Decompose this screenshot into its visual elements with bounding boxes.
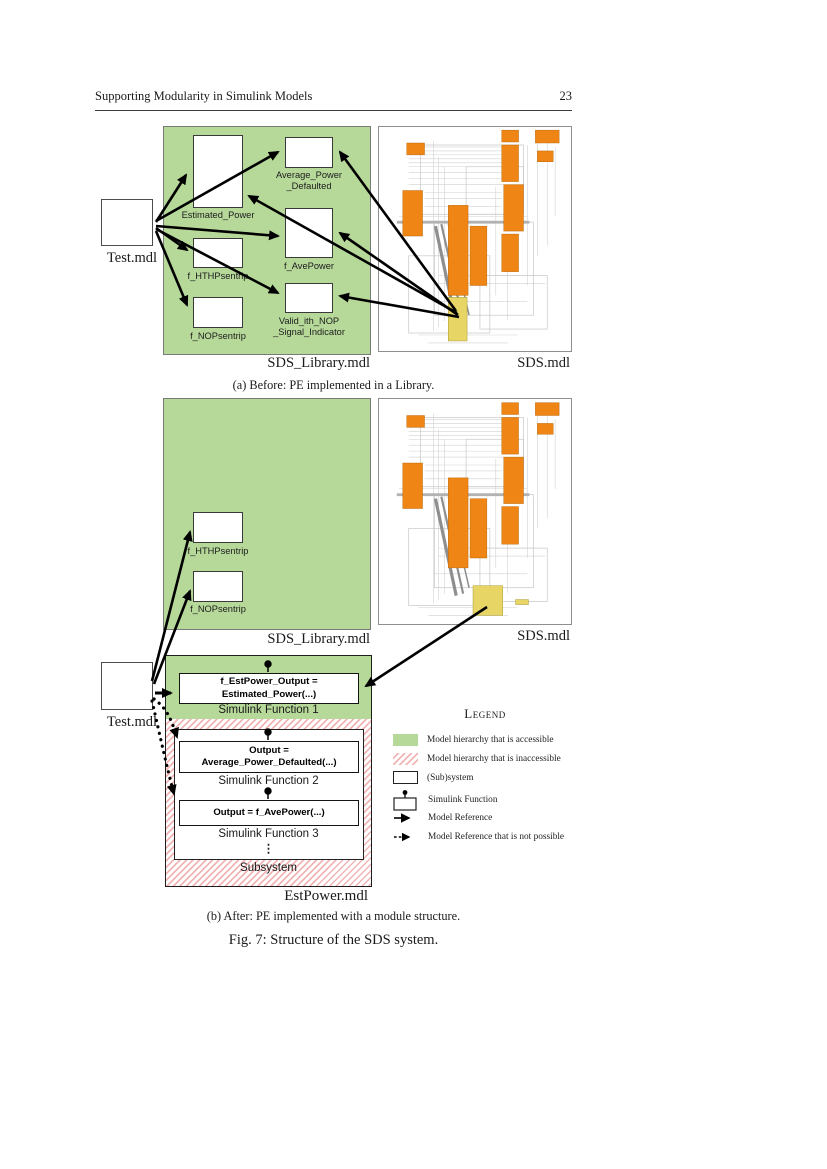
legend-item-subsystem: (Sub)system [393,771,474,784]
test-model-box-before [101,199,153,246]
block-label: f_AvePower [284,261,334,271]
running-head: Supporting Modularity in Simulink Models… [95,89,572,111]
sds-model-diagram [395,401,561,618]
test-model-label: Test.mdl [106,250,158,266]
library-mdl-label-after: SDS_Library.mdl [267,631,370,647]
highlighted-block [472,585,503,616]
simulink-function-1-block: f_EstPower_Output = Estimated_Power(...) [179,673,359,704]
legend-item-accessible: Model hierarchy that is accessible [393,734,554,746]
simulink-function-2-block: Output = Average_Power_Defaulted(...) [179,741,359,773]
block-average-power [285,137,333,168]
legend-item-simulink-function: Simulink Function [393,789,497,811]
block-label: Valid_ith_NOP _Signal_Indicator [273,316,345,337]
block-f-hthpsentrip-after [193,512,243,543]
sds-mdl-label-after: SDS.mdl [517,628,570,644]
estpower-mdl-label: EstPower.mdl [284,888,368,904]
subfigure-a-caption: (a) Before: PE implemented in a Library. [232,378,435,392]
block-f-nopsentrip-after [193,571,243,602]
block-f-avepower [285,208,333,258]
highlighted-block [448,297,468,342]
legend-item-model-reference: Model Reference [393,813,492,823]
block-valid-ith-nop [285,283,333,313]
subfigure-b-caption: (b) After: PE implemented with a module … [206,909,461,923]
block-label: f_NOPsentrip [190,604,246,614]
legend-item-inaccessible: Model hierarchy that is inaccessible [393,753,561,765]
block-label: f_NOPsentrip [190,331,246,341]
block-label: Average_Power _Defaulted [276,170,342,191]
dashed-arrow-icon [394,832,411,842]
hatch-swatch-icon [393,753,418,765]
block-label: Estimated_Power [181,210,255,220]
simulink-function-2-label: Simulink Function 2 [218,775,319,787]
test-model-box-after [101,662,153,710]
page-number: 23 [559,89,573,103]
test-model-label: Test.mdl [106,714,158,730]
green-swatch-icon [393,734,418,746]
subsystem-box-icon [393,771,418,784]
block-f-hthpsentrip [193,238,243,268]
solid-arrow-icon [394,813,411,823]
library-mdl-label-before: SDS_Library.mdl [267,355,370,371]
ellipsis: ⋮ [262,843,275,855]
running-head-title: Supporting Modularity in Simulink Models [95,89,313,103]
legend-title: Legend [464,706,506,721]
sds-model-screenshot-after [378,398,572,625]
block-label: f_HTHPsentrip [187,546,249,556]
subsystem-label: Subsystem [240,862,297,874]
highlighted-small-block [515,599,529,605]
sds-model-screenshot-before [378,126,572,352]
block-estimated-power [193,135,243,208]
simulink-function-3-label: Simulink Function 3 [218,828,319,840]
sds-model-diagram [395,128,561,345]
simulink-function-3-block: Output = f_AvePower(...) [179,800,359,826]
block-label: f_HTHPsentrip [187,271,249,281]
simulink-function-1-label: Simulink Function 1 [218,704,319,716]
sds-mdl-label-before: SDS.mdl [517,355,570,371]
block-f-nopsentrip [193,297,243,328]
legend-item-model-reference-not-possible: Model Reference that is not possible [393,832,564,842]
simulink-function-icon [393,790,417,811]
figure-caption: Fig. 7: Structure of the SDS system. [228,932,439,948]
estpower-module-box: f_EstPower_Output = Estimated_Power(...)… [165,655,372,887]
